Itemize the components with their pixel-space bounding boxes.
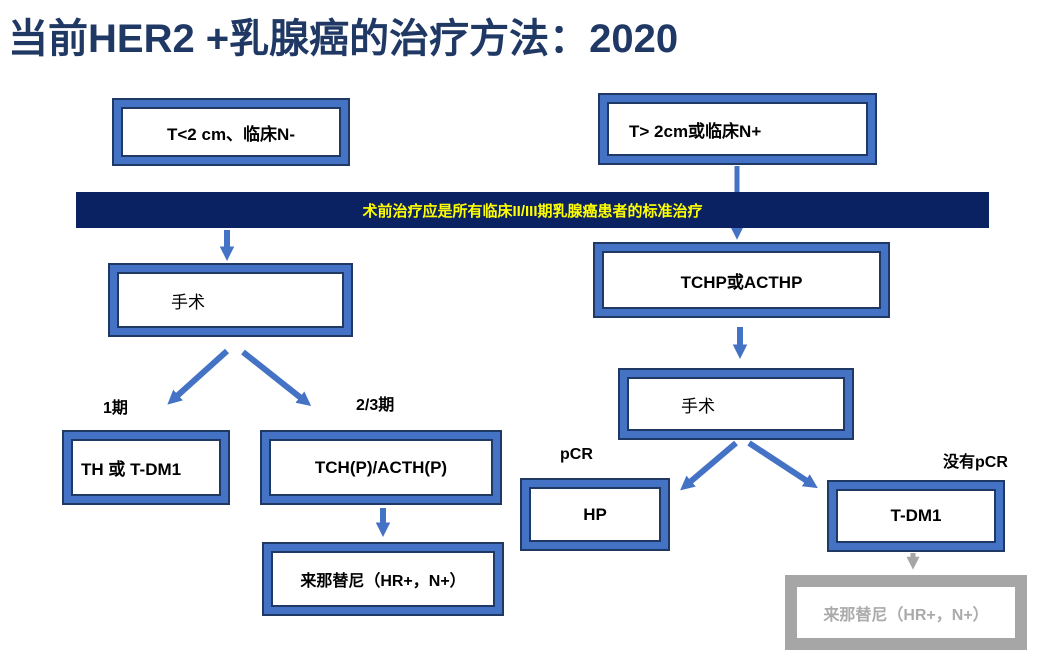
node-left-neratinib: 来那替尼（HR+，N+）	[262, 542, 504, 616]
arrow-surgery-to-stage23-icon	[241, 349, 312, 407]
node-right-surgery-label: 手术	[681, 396, 715, 416]
node-left-condition: T<2 cm、临床N-	[112, 98, 350, 166]
node-right-condition: T> 2cm或临床N+	[598, 93, 877, 165]
node-stage1-regimen: TH 或 T-DM1	[62, 430, 230, 505]
label-stage23: 2/3期	[356, 397, 395, 414]
arrow-surgery-to-stage1-icon	[167, 348, 230, 405]
label-no-pcr: 没有pCR	[943, 454, 1008, 471]
node-left-surgery-label: 手术	[171, 292, 205, 312]
node-left-condition-label: T<2 cm、临床N-	[167, 124, 295, 144]
node-right-neoadjuvant: TCHP或ACTHP	[593, 242, 890, 318]
banner-note: 术前治疗应是所有临床II/III期乳腺癌患者的标准治疗	[76, 192, 989, 228]
node-right-surgery: 手术	[618, 368, 854, 440]
node-no-pcr-regimen-label: T-DM1	[890, 506, 942, 525]
arrow-surgery-to-hp-icon	[680, 440, 738, 491]
banner-text: 术前治疗应是所有临床II/III期乳腺癌患者的标准治疗	[362, 202, 703, 220]
label-stage1: 1期	[103, 400, 128, 417]
arrow-surgery-to-tdm1-icon	[747, 440, 818, 489]
label-pcr: pCR	[560, 446, 593, 463]
node-stage1-regimen-label: TH 或 T-DM1	[81, 460, 182, 479]
node-right-neratinib: 来那替尼（HR+，N+）	[785, 575, 1027, 650]
node-left-neratinib-label: 来那替尼（HR+，N+）	[300, 573, 466, 590]
node-right-condition-label: T> 2cm或临床N+	[629, 121, 762, 141]
node-left-surgery: 手术	[108, 263, 353, 337]
node-stage23-regimen-label: TCH(P)/ACTH(P)	[314, 457, 448, 477]
node-right-neratinib-label: 来那替尼（HR+，N+）	[823, 606, 989, 624]
node-right-neoadjuvant-label: TCHP或ACTHP	[680, 272, 803, 292]
node-stage23-regimen: TCH(P)/ACTH(P)	[260, 430, 502, 505]
node-pcr-regimen-label: HP	[583, 504, 607, 524]
node-no-pcr-regimen: T-DM1	[827, 480, 1005, 552]
node-pcr-regimen: HP	[520, 478, 670, 551]
page-title: 当前HER2 +乳腺癌的治疗方法：2020	[8, 17, 679, 61]
